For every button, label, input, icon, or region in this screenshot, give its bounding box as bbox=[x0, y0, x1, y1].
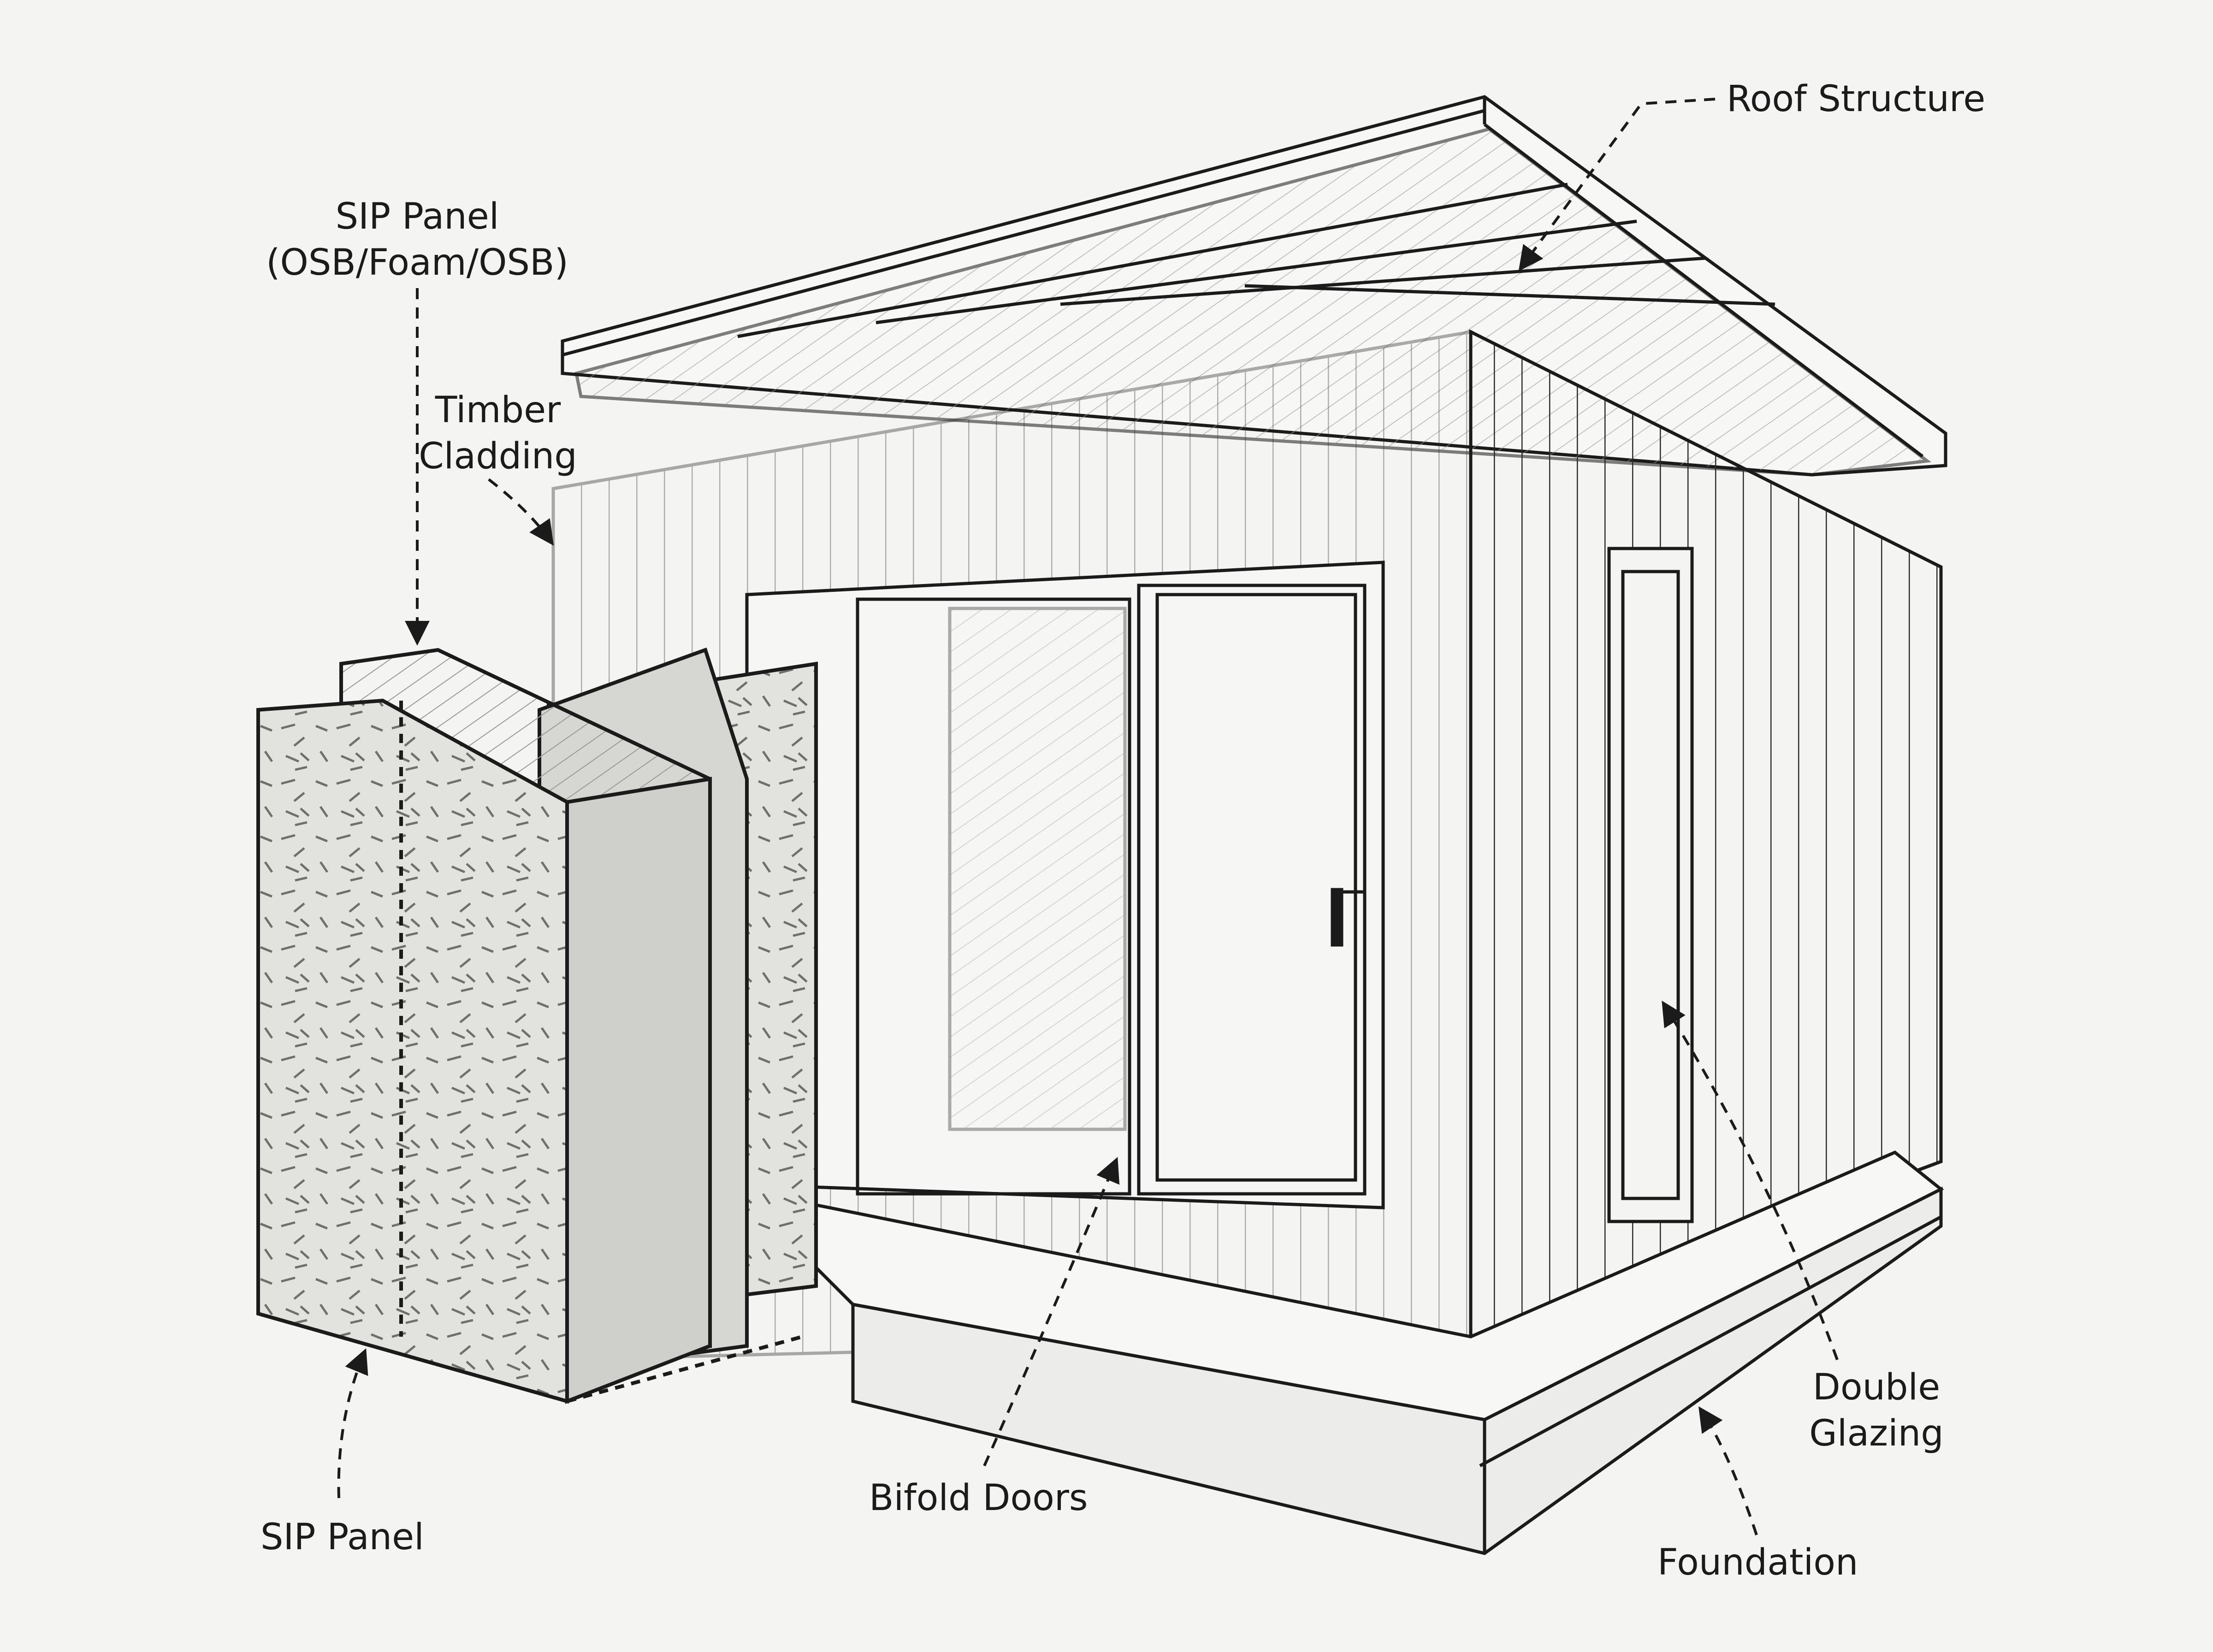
label-bifold-doors: Bifold Doors bbox=[869, 1475, 1088, 1521]
foundation-text: Foundation bbox=[1657, 1542, 1858, 1583]
label-double-glazing: Double Glazing bbox=[1780, 1364, 1973, 1457]
label-foundation: Foundation bbox=[1657, 1540, 1858, 1586]
double-glazing-line2: Glazing bbox=[1809, 1413, 1944, 1454]
label-roof-structure: Roof Structure bbox=[1727, 76, 1985, 122]
leader-lines bbox=[337, 98, 1839, 1535]
roof-structure bbox=[561, 95, 1947, 477]
bifold-doors-text: Bifold Doors bbox=[869, 1477, 1088, 1519]
bifold-doors bbox=[745, 560, 1385, 1210]
sip-panel-top-line1: SIP Panel bbox=[335, 196, 499, 237]
roof-structure-text: Roof Structure bbox=[1727, 78, 1986, 120]
label-sip-panel-bottom: SIP Panel bbox=[260, 1514, 424, 1560]
sip-panel-bottom-text: SIP Panel bbox=[260, 1516, 424, 1558]
sip-panel-top-line2: (OSB/Foam/OSB) bbox=[266, 242, 568, 283]
foundation bbox=[733, 1150, 1944, 1555]
timber-cladding-line2: Cladding bbox=[419, 436, 577, 477]
double-glazing-line1: Double bbox=[1812, 1367, 1941, 1408]
label-timber-cladding: Timber Cladding bbox=[401, 387, 595, 479]
timber-cladding-line1: Timber bbox=[435, 389, 561, 431]
label-sip-panel-top: SIP Panel (OSB/Foam/OSB) bbox=[256, 194, 579, 286]
sip-panel-layers bbox=[256, 647, 818, 1404]
